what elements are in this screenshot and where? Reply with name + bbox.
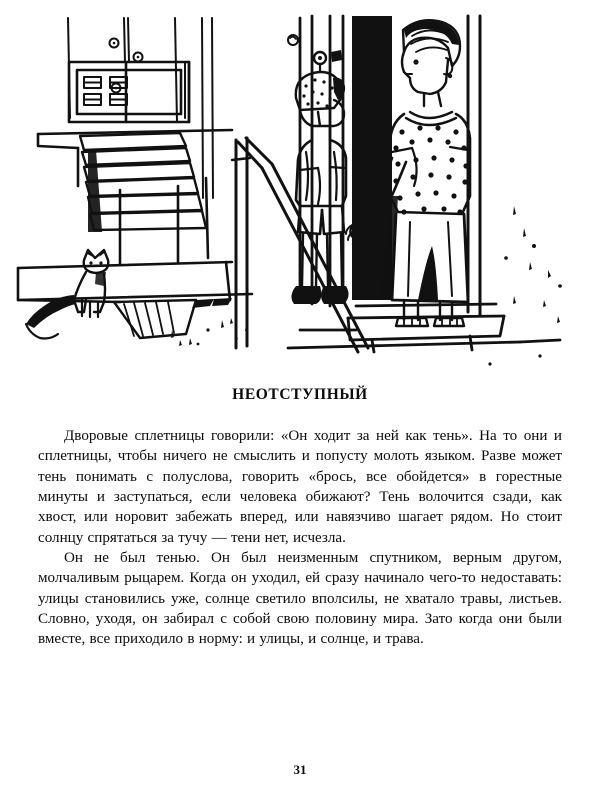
page-title: НЕОТСТУПНЫЙ bbox=[232, 386, 368, 403]
stair-flight bbox=[36, 128, 234, 267]
doorway-scene-illustration bbox=[0, 0, 600, 372]
cat bbox=[24, 248, 110, 340]
story-text-block: НЕОТСТУПНЫЙ Дворовые сплетницы говорили:… bbox=[38, 386, 562, 650]
page-number: 31 bbox=[293, 762, 307, 777]
open-door bbox=[298, 14, 482, 318]
boy-figure bbox=[291, 70, 349, 304]
wall-screw-icon bbox=[287, 34, 299, 46]
door-handle-icon bbox=[312, 50, 342, 74]
panel-screw-icon bbox=[108, 37, 144, 94]
hair-texture bbox=[302, 78, 334, 108]
electric-meter-panel bbox=[67, 37, 191, 124]
woman-figure bbox=[345, 19, 472, 328]
wall-speckles bbox=[488, 206, 562, 366]
landing-floor bbox=[16, 260, 254, 304]
body-paragraph: Дворовые сплетницы говорили: «Он ходит з… bbox=[38, 428, 562, 546]
doormat bbox=[112, 298, 232, 340]
body-paragraph: Он не был тенью. Он был неизменным спутн… bbox=[38, 550, 562, 648]
wall-panel-frame bbox=[124, 60, 191, 124]
doorway-threshold bbox=[286, 302, 562, 354]
polka-dots bbox=[393, 125, 469, 215]
